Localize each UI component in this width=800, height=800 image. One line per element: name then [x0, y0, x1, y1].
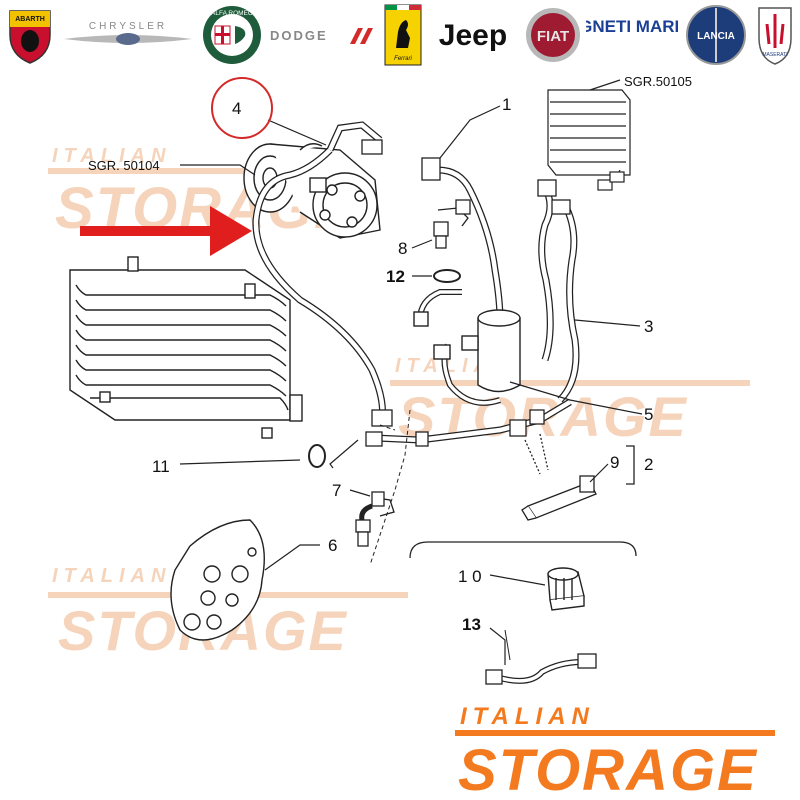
callout-8: 8 [398, 239, 407, 258]
callout-6: 6 [328, 536, 337, 555]
svg-text:Jeep: Jeep [439, 19, 507, 52]
kit-bracket [409, 541, 637, 559]
svg-text:Ferrari: Ferrari [394, 56, 412, 62]
switch-7 [355, 491, 395, 547]
svg-text:LANCIA: LANCIA [697, 31, 735, 42]
callout-12: 12 [386, 267, 405, 286]
callout-5: 5 [644, 405, 653, 424]
callout-10: 1 0 [458, 567, 482, 586]
gasket-kit-6 [170, 519, 265, 641]
svg-text:ABARTH: ABARTH [15, 16, 45, 23]
lancia-logo: LANCIA [684, 4, 748, 66]
pipe-9 [365, 398, 572, 447]
svg-text:ITALIAN: ITALIAN [52, 145, 171, 167]
callout-13: 13 [462, 615, 481, 634]
hose-1 [421, 157, 504, 321]
callout-3: 3 [644, 317, 653, 336]
jeep-logo: Jeep [428, 4, 518, 66]
svg-text:MASERATI: MASERATI [762, 52, 787, 58]
abarth-logo: ABARTH [2, 4, 58, 66]
italian-storage-logo: ITALIAN STORAGE [455, 703, 775, 800]
pressure-switch-9 [521, 433, 597, 521]
compressor-reference: SGR. 50104 [88, 158, 160, 173]
receiver-drier [413, 289, 521, 406]
svg-text:ALFA ROMEO: ALFA ROMEO [211, 10, 253, 17]
chrysler-logo: CHRYSLER [62, 4, 194, 66]
alfa-romeo-logo: ALFA ROMEO [201, 4, 263, 66]
highlight-circle [211, 77, 273, 139]
callout-9: 9 [610, 453, 619, 472]
callout-1: 1 [502, 95, 511, 114]
maserati-logo: MASERATI [752, 4, 798, 66]
magneti-marelli-logo: MAGNETI MARELLI [586, 4, 678, 66]
svg-text:FIAT: FIAT [537, 28, 569, 45]
svg-text:DODGE: DODGE [270, 28, 328, 43]
svg-text:CHRYSLER: CHRYSLER [89, 21, 167, 32]
o-ring-11 [308, 444, 326, 468]
callout-4: 4 [232, 99, 241, 118]
compressor [243, 143, 381, 239]
evaporator [547, 89, 631, 191]
svg-text:MAGNETI MARELLI: MAGNETI MARELLI [586, 17, 678, 36]
condenser [69, 256, 303, 439]
callout-7: 7 [332, 481, 341, 500]
pressure-sensor-8 [433, 199, 471, 249]
o-ring-12 [433, 269, 461, 283]
valve-cap-10 [547, 567, 585, 611]
svg-text:STORAGE: STORAGE [458, 738, 758, 800]
evaporator-reference: SGR.50105 [624, 74, 692, 89]
brand-logo-bar: ABARTH CHRYSLER ALFA ROMEO [0, 0, 800, 70]
ferrari-logo: Ferrari [383, 4, 423, 66]
hose-3 [537, 179, 580, 403]
callout-2: 2 [644, 455, 653, 474]
red-arrow [80, 206, 252, 256]
wiring-harness-13 [485, 629, 597, 685]
svg-text:ITALIAN: ITALIAN [52, 565, 171, 587]
fiat-logo: FIAT [524, 4, 582, 66]
assembly-dashed-lines [369, 409, 411, 566]
callout-11: 11 [152, 457, 170, 476]
hose-4 [252, 121, 393, 427]
leader-lines [179, 79, 643, 665]
svg-text:ITALIAN: ITALIAN [460, 703, 595, 730]
group-bracket-2 [626, 445, 635, 485]
dodge-logo: DODGE [268, 4, 376, 66]
